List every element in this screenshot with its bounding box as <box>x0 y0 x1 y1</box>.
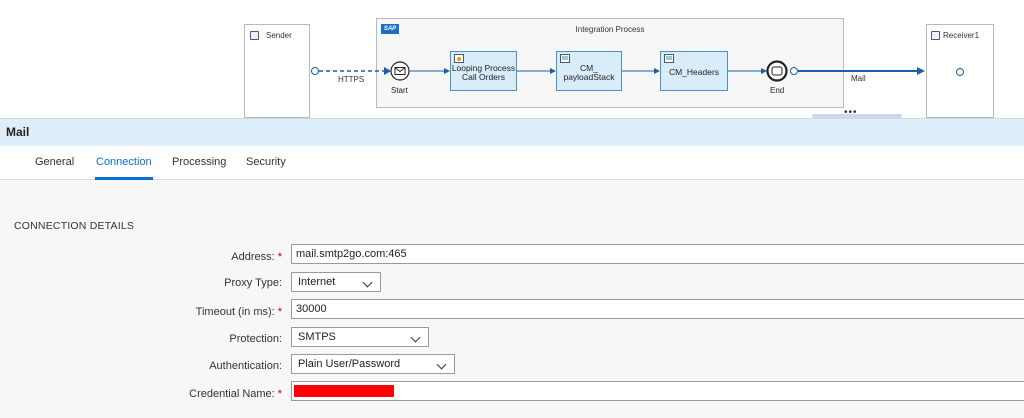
flow-lines <box>311 60 964 82</box>
end-label: End <box>770 86 785 95</box>
step-cm-headers[interactable]: CM_Headers <box>660 51 728 91</box>
proxy-type-select[interactable]: Internet <box>291 272 381 292</box>
step-cm-payloadstack[interactable]: CM_ payloadStack <box>556 51 622 91</box>
redaction-bar <box>294 385 394 397</box>
authentication-select[interactable]: Plain User/Password <box>291 354 455 374</box>
integration-flow-diagram[interactable]: Sender SAP Integration Process Receiver1… <box>0 0 1024 118</box>
splitter-handle[interactable]: ••• <box>844 107 858 118</box>
mail-flow-label: Mail <box>851 74 866 83</box>
step-looping-process-call[interactable]: Looping Process Call Orders <box>450 51 517 91</box>
timeout-label: Timeout (in ms):* <box>195 306 282 318</box>
sender-pool[interactable]: Sender <box>244 24 310 118</box>
credential-name-label: Credential Name:* <box>189 388 282 400</box>
script-icon <box>664 54 674 63</box>
step-label-line2: payloadStack <box>563 72 615 82</box>
message-flow-source-dot <box>311 67 319 75</box>
tab-security[interactable]: Security <box>246 156 286 168</box>
panel-splitter[interactable] <box>812 114 902 118</box>
authentication-value: Plain User/Password <box>298 358 401 370</box>
properties-header: Mail <box>0 118 1024 146</box>
protection-value: SMTPS <box>298 331 336 343</box>
authentication-label: Authentication: <box>209 360 282 372</box>
sender-label: Sender <box>266 31 292 40</box>
tab-general[interactable]: General <box>35 156 75 168</box>
chevron-down-icon <box>436 359 447 370</box>
required-marker: * <box>277 251 282 263</box>
receiver-label: Receiver1 <box>943 31 980 40</box>
proxy-type-label: Proxy Type: <box>224 277 282 289</box>
panel-title: Mail <box>6 125 30 139</box>
step-label-line1: CM_ <box>580 63 598 73</box>
step-label-line1: Looping Process <box>451 63 516 73</box>
protection-select[interactable]: SMTPS <box>291 327 429 347</box>
required-marker: * <box>277 388 282 400</box>
https-flow-label: HTTPS <box>338 75 365 84</box>
section-title: CONNECTION DETAILS <box>14 220 135 232</box>
connection-form: CONNECTION DETAILS Address:* mail.smtp2g… <box>0 180 1024 418</box>
credential-name-input[interactable] <box>291 381 1024 401</box>
receiver-endpoint-dot <box>956 68 964 76</box>
address-input[interactable]: mail.smtp2go.com:465 <box>291 244 1024 264</box>
address-label: Address:* <box>231 251 282 263</box>
proxy-type-value: Internet <box>298 276 336 288</box>
tab-processing[interactable]: Processing <box>172 156 227 168</box>
chevron-down-icon <box>410 332 421 343</box>
process-call-icon <box>454 54 464 63</box>
chevron-down-icon <box>362 277 373 288</box>
participant-icon <box>250 31 259 40</box>
start-label: Start <box>391 86 408 95</box>
sap-logo: SAP <box>381 24 399 34</box>
properties-tabs: General Connection Processing Security <box>0 146 1024 180</box>
integration-process-title: Integration Process <box>575 25 645 34</box>
protection-label: Protection: <box>229 333 282 345</box>
step-label-line1: CM_Headers <box>668 67 720 77</box>
step-label-line2: Call Orders <box>462 72 505 82</box>
participant-icon <box>931 31 940 40</box>
required-marker: * <box>277 306 282 318</box>
timeout-input[interactable]: 30000 <box>291 299 1024 319</box>
script-icon <box>560 54 570 63</box>
tab-connection[interactable]: Connection <box>95 146 153 180</box>
